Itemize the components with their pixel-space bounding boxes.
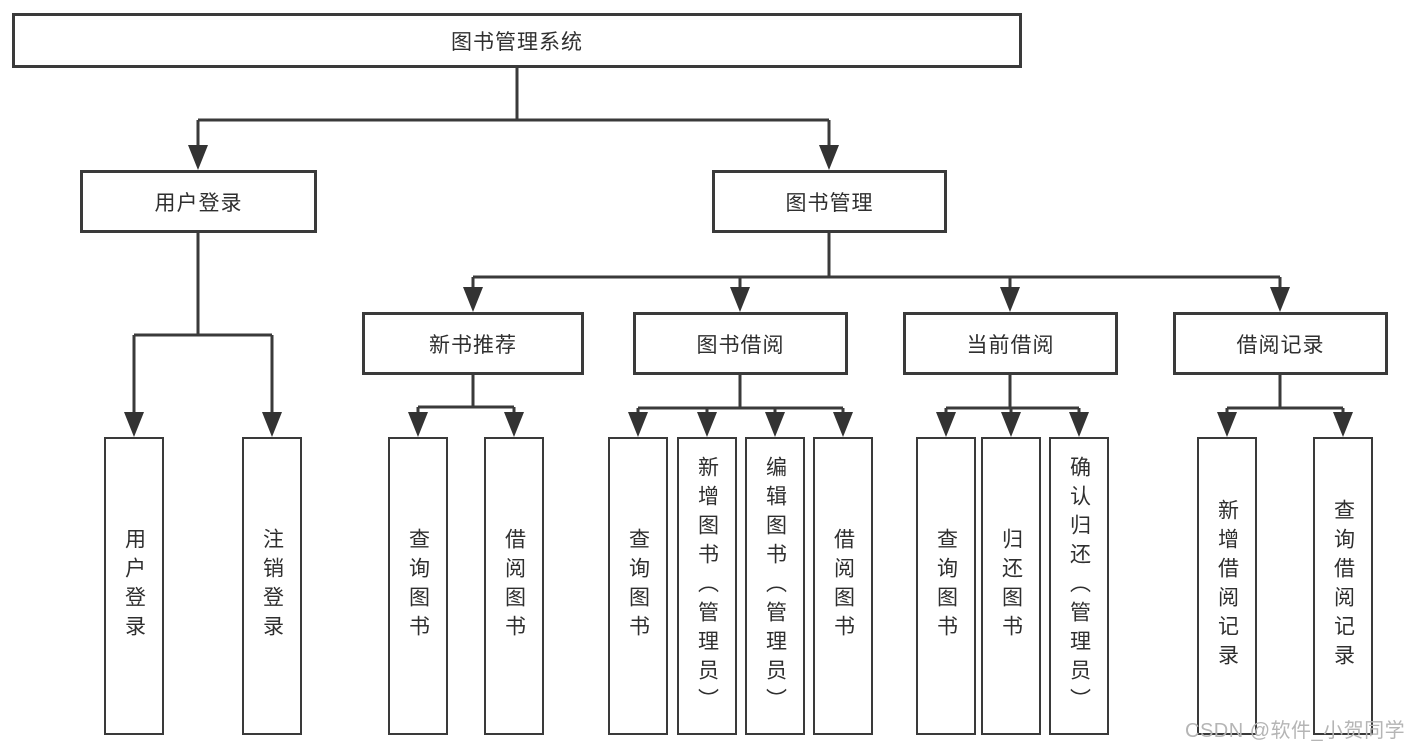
leaf-label: 新增图书（管理员） (695, 455, 719, 717)
leaf-query-books-current: 查询图书 (916, 437, 976, 735)
leaf-label: 借阅图书 (831, 528, 855, 644)
node-library-management-system: 图书管理系统 (12, 13, 1022, 68)
leaf-label: 查询图书 (406, 528, 430, 644)
leaf-add-borrow-record: 新增借阅记录 (1197, 437, 1257, 735)
node-label: 当前借阅 (966, 333, 1055, 357)
leaf-logout: 注销登录 (242, 437, 302, 735)
node-current-borrowing: 当前借阅 (903, 312, 1118, 375)
leaf-label: 查询图书 (934, 528, 958, 644)
leaf-label: 归还图书 (999, 528, 1023, 644)
leaf-borrow-books-borrow: 借阅图书 (813, 437, 873, 735)
node-user-login: 用户登录 (80, 170, 317, 233)
node-label: 图书管理系统 (451, 30, 583, 54)
node-label: 用户登录 (154, 191, 243, 215)
leaf-label: 注销登录 (260, 528, 284, 644)
node-book-borrowing: 图书借阅 (633, 312, 848, 375)
leaf-label: 借阅图书 (502, 528, 526, 644)
node-label: 借阅记录 (1236, 333, 1325, 357)
leaf-borrow-books-recommend: 借阅图书 (484, 437, 544, 735)
node-label: 新书推荐 (429, 333, 517, 357)
node-borrowing-records: 借阅记录 (1173, 312, 1388, 375)
leaf-label: 确认归还（管理员） (1067, 455, 1091, 717)
node-book-management: 图书管理 (712, 170, 947, 233)
leaf-confirm-return-admin: 确认归还（管理员） (1049, 437, 1109, 735)
watermark: CSDN @软件_小贺同学 (1185, 720, 1405, 742)
leaf-label: 编辑图书（管理员） (763, 455, 787, 717)
node-new-book-recommendation: 新书推荐 (362, 312, 584, 375)
leaf-label: 查询图书 (626, 528, 650, 644)
leaf-label: 用户登录 (122, 528, 146, 644)
leaf-return-books: 归还图书 (981, 437, 1041, 735)
node-label: 图书借阅 (696, 333, 785, 357)
leaf-label: 新增借阅记录 (1215, 499, 1239, 673)
node-label: 图书管理 (785, 191, 874, 215)
leaf-query-books-recommend: 查询图书 (388, 437, 448, 735)
leaf-query-borrow-record: 查询借阅记录 (1313, 437, 1373, 735)
leaf-edit-book-admin: 编辑图书（管理员） (745, 437, 805, 735)
leaf-user-login: 用户登录 (104, 437, 164, 735)
leaf-query-books-borrow: 查询图书 (608, 437, 668, 735)
leaf-add-book-admin: 新增图书（管理员） (677, 437, 737, 735)
leaf-label: 查询借阅记录 (1331, 499, 1355, 673)
